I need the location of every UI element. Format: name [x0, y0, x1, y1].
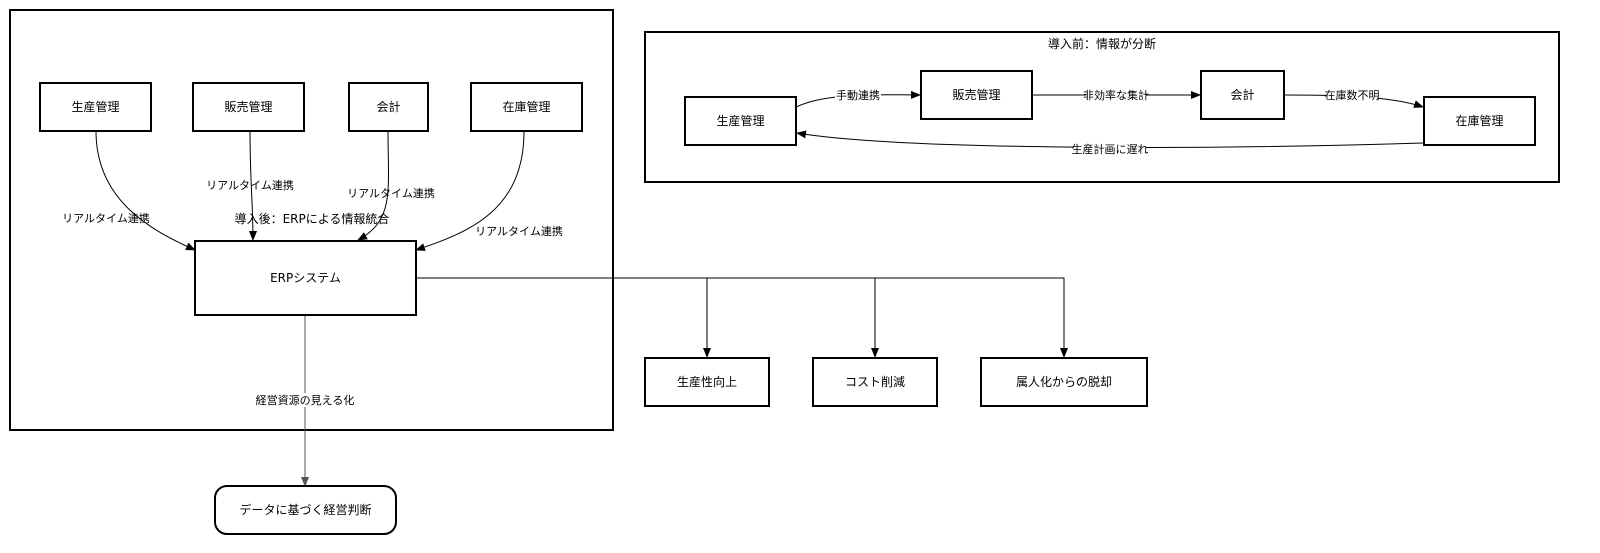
before-accounting-box: [1200, 70, 1285, 120]
before-title: 導入前：情報が分断: [1048, 36, 1156, 51]
after-sales-label: 販売管理: [224, 99, 272, 114]
after-accounting-box: [348, 82, 429, 132]
before-sales-label: 販売管理: [952, 87, 1000, 102]
after-frame: [9, 9, 614, 431]
before-accounting-label: 会計: [1230, 87, 1254, 102]
label-before-accounting-inventory-bg: [1327, 88, 1377, 102]
label-before-sales-accounting-bg: [1086, 88, 1146, 102]
label-before-sales-accounting: 非効率な集計: [1083, 88, 1149, 102]
label-inventory-erp: リアルタイム連携: [475, 224, 563, 238]
edge-erp-productivity: [416, 277, 711, 358]
edge-sales-erp: [248, 130, 257, 241]
outcome-cost-box: [812, 357, 938, 407]
label-before-accounting-inventory: 在庫数不明: [1325, 88, 1380, 102]
edge-before-inventory-production: [796, 130, 1424, 148]
before-production-label: 生産管理: [716, 113, 764, 128]
before-inventory-box: [1423, 96, 1536, 146]
label-before-production-sales-bg: [835, 88, 881, 102]
edge-accounting-erp: [357, 130, 390, 241]
after-sales-box: [192, 82, 305, 132]
after-inventory-label: 在庫管理: [502, 99, 550, 114]
edge-production-erp: [95, 130, 196, 251]
edge-inventory-erp: [415, 130, 525, 251]
after-production-box: [39, 82, 152, 132]
after-title: 導入後：ERPによる情報統合: [235, 211, 390, 226]
outcome-cost-label: コスト削減: [845, 374, 905, 389]
edge-erp-deperson: [416, 277, 1068, 358]
label-before-inventory-production: 生産計画に遅れ: [1072, 142, 1149, 156]
after-production-label: 生産管理: [71, 99, 119, 114]
label-accounting-erp: リアルタイム連携: [347, 186, 435, 200]
decision-box: [214, 485, 397, 535]
edge-erp-cost: [416, 277, 879, 358]
outcome-deperson-label: 属人化からの脱却: [1016, 374, 1112, 389]
before-inventory-label: 在庫管理: [1455, 113, 1503, 128]
after-inventory-box: [470, 82, 583, 132]
outcome-productivity-label: 生産性向上: [677, 374, 737, 389]
label-before-inventory-production-bg: [1074, 142, 1146, 156]
label-erp-decision-bg: [258, 393, 352, 407]
label-before-production-sales: 手動連携: [836, 88, 880, 102]
after-accounting-label: 会計: [376, 99, 400, 114]
before-frame: [644, 31, 1560, 183]
outcome-deperson-box: [980, 357, 1148, 407]
before-sales-box: [920, 70, 1033, 120]
outcome-productivity-box: [644, 357, 770, 407]
decision-label: データに基づく経営判断: [239, 502, 371, 517]
before-production-box: [684, 96, 797, 146]
label-sales-erp: リアルタイム連携: [206, 178, 294, 192]
erp-label: ERPシステム: [270, 271, 341, 285]
label-erp-decision: 経営資源の見える化: [256, 393, 355, 407]
label-production-erp: リアルタイム連携: [62, 211, 150, 225]
erp-box: [194, 240, 417, 316]
